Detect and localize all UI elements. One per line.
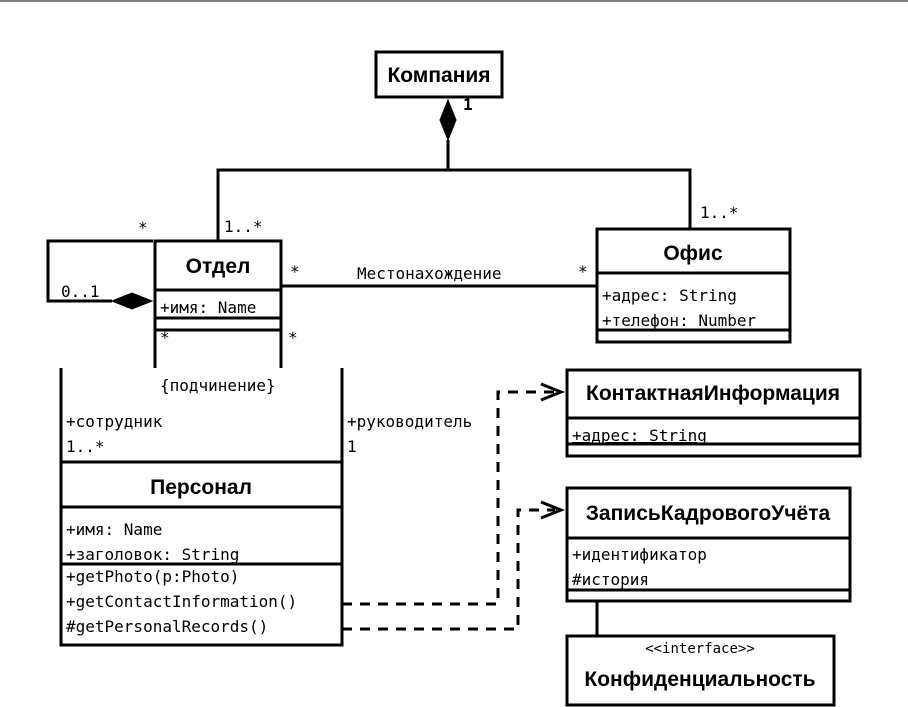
office-attr-phone: +телефон: Number (602, 311, 756, 330)
contact-info-name: КонтактнаяИнформация (586, 382, 840, 405)
class-contact-info[interactable]: КонтактнаяИнформация +адрес: String (565, 368, 862, 458)
hr-record-attr-id: +идентификатор (572, 545, 707, 564)
company-name: Компания (387, 64, 490, 87)
self-zero-one-multiplicity: 0..1 (61, 282, 100, 301)
company-multiplicity: 1 (463, 95, 473, 114)
dept-lower-right-multiplicity: * (288, 328, 298, 347)
hr-dependency (342, 500, 566, 631)
personnel-name: Персонал (150, 476, 252, 499)
office-attr-address: +адрес: String (602, 286, 737, 305)
company-office-line (448, 168, 692, 229)
self-association-diamond (110, 292, 154, 310)
privacy-name: Конфиденциальность (584, 668, 815, 691)
contact-dashed-line (342, 390, 555, 606)
employee-multiplicity: 1..* (66, 437, 105, 456)
personnel-method-photo: +getPhoto(p:Photo) (66, 567, 239, 586)
class-hr-record[interactable]: ЗаписьКадровогоУчёта +идентификатор #ист… (565, 486, 852, 603)
self-star-multiplicity: * (138, 218, 148, 237)
department-name: Отдел (186, 255, 251, 278)
personnel-attr-title: +заголовок: String (66, 545, 239, 564)
manager-multiplicity: 1 (347, 437, 357, 456)
contact-info-attr-address: +адрес: String (572, 426, 707, 445)
hr-dashed-line (342, 508, 555, 631)
dept-company-multiplicity: 1..* (224, 217, 263, 236)
interface-privacy[interactable]: <<interface>> Конфиденциальность (565, 634, 836, 707)
personnel-method-contact: +getContactInformation() (66, 592, 297, 611)
personnel-attr-name: +имя: Name (66, 520, 162, 539)
location-right-multiplicity: * (578, 262, 588, 281)
manager-role-label: +руководитель (347, 412, 472, 431)
class-office[interactable]: Офис +адрес: String +телефон: Number (595, 227, 792, 344)
class-personnel[interactable]: Персонал +имя: Name +заголовок: String +… (59, 368, 344, 647)
employee-role-label: +сотрудник (66, 412, 163, 431)
department-self-association (46, 239, 154, 310)
company-department-line (216, 140, 450, 241)
class-department[interactable]: Отдел +имя: Name (153, 239, 283, 332)
department-attr-name: +имя: Name (160, 298, 256, 317)
composition-diamond (439, 98, 457, 142)
contact-dependency (342, 382, 566, 606)
location-left-multiplicity: * (290, 262, 300, 281)
location-label: Местонахождение (357, 264, 502, 283)
hr-record-attr-history: #история (572, 570, 649, 589)
hr-record-name: ЗаписьКадровогоУчёта (586, 502, 831, 525)
class-company[interactable]: Компания (374, 50, 504, 99)
company-composition (216, 98, 692, 241)
contact-arrowhead (540, 382, 566, 402)
privacy-stereotype: <<interface>> (645, 641, 755, 657)
office-company-multiplicity: 1..* (700, 203, 739, 222)
personnel-method-records: #getPersonalRecords() (66, 617, 268, 636)
self-association-line (46, 239, 153, 303)
subordination-label: {подчинение} (160, 376, 276, 395)
office-name: Офис (663, 242, 723, 265)
dept-lower-left-multiplicity: * (160, 328, 170, 347)
hr-arrowhead (540, 500, 566, 520)
